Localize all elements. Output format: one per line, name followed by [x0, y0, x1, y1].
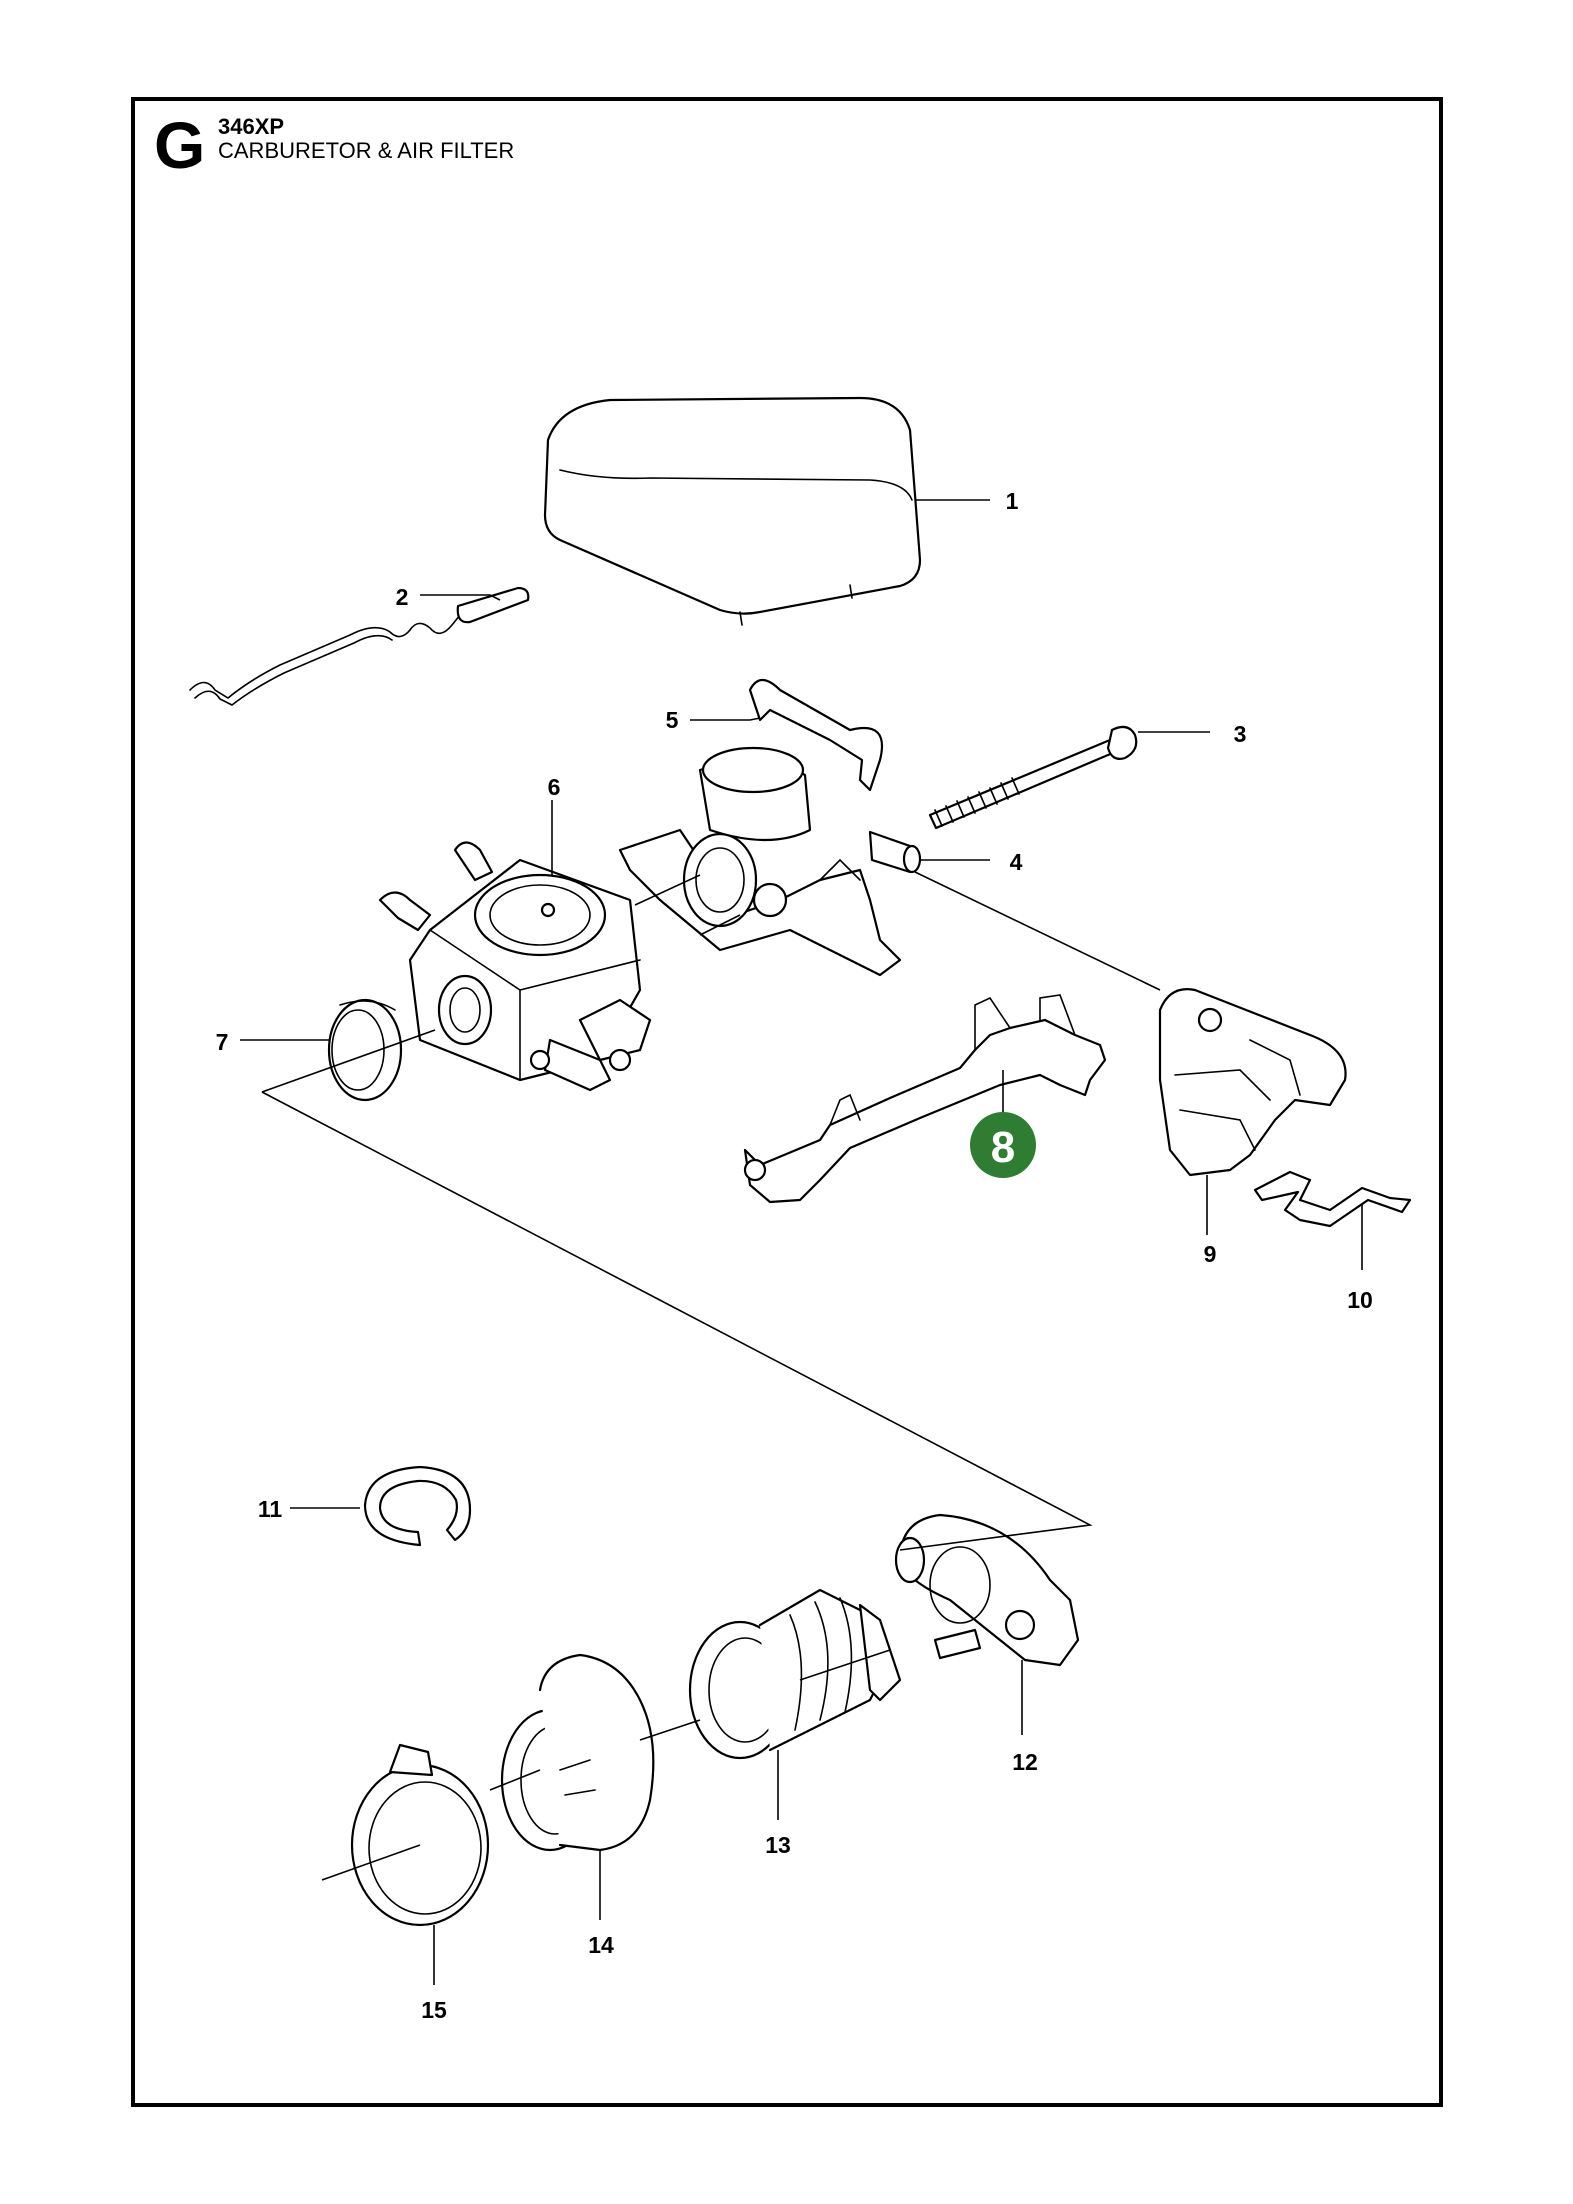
part-intake-flange: [500, 1653, 655, 1852]
callout-5: 5: [666, 707, 679, 733]
leader-lines: [240, 499, 1363, 1985]
callout-labels: 1 2 3 4 5 6 7 8 9 10 11 12 13 14 15: [216, 488, 1373, 2023]
callout-7: 7: [216, 1029, 229, 1055]
model-name: 346XP: [218, 114, 285, 139]
callout-14: 14: [588, 1932, 614, 1958]
part-air-filter-cover: [543, 396, 922, 626]
part-hose-clamp: [350, 1743, 490, 1927]
part-bolt: [928, 725, 1138, 830]
part-gasket-ring: [327, 998, 403, 1102]
part-choke-rod: [189, 586, 530, 706]
callout-8-highlight: 8: [970, 1112, 1036, 1178]
callout-15: 15: [421, 1997, 447, 2023]
part-intake-boot: [688, 1588, 902, 1760]
callout-9: 9: [1204, 1241, 1217, 1267]
callout-10: 10: [1347, 1287, 1373, 1313]
callout-12: 12: [1012, 1749, 1038, 1775]
callout-3: 3: [1234, 721, 1247, 747]
part-intake-bracket: [618, 678, 902, 977]
assembly-lines: [261, 871, 1161, 1881]
callout-6: 6: [548, 774, 561, 800]
part-trigger-housing: [1158, 988, 1347, 1177]
part-spacer: [868, 830, 922, 874]
callout-1: 1: [1006, 488, 1019, 514]
callout-8: 8: [991, 1123, 1015, 1172]
callout-2: 2: [396, 584, 409, 610]
part-throttle-lever: [743, 994, 1107, 1204]
section-letter: G: [154, 108, 206, 182]
part-snap-ring: [363, 1465, 472, 1547]
callout-4: 4: [1010, 849, 1023, 875]
callout-11: 11: [258, 1496, 283, 1522]
part-trigger-spring: [1253, 1170, 1412, 1228]
diagram-frame: [131, 97, 1443, 2107]
part-intake-clamp: [894, 1513, 1080, 1667]
callout-13: 13: [765, 1832, 791, 1858]
diagram-title: CARBURETOR & AIR FILTER: [218, 138, 515, 163]
part-carburetor: [378, 841, 652, 1092]
